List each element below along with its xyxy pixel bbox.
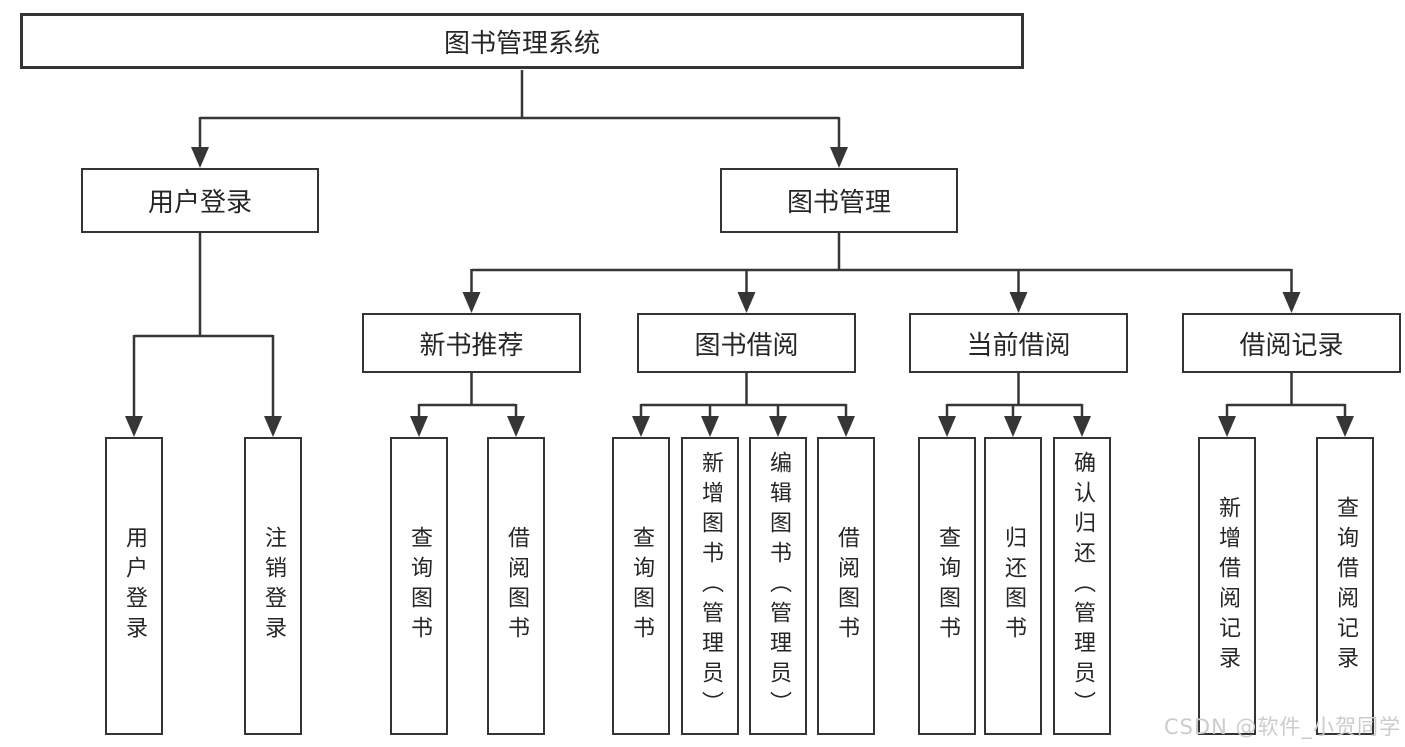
node-borrow-add-books-admin: 新增图书（管理员） [681,437,739,735]
node-book-management: 图书管理 [720,168,958,233]
node-library-system: 图书管理系统 [20,13,1024,69]
node-book-borrowing: 图书借阅 [637,313,856,373]
node-borrow-edit-books-admin: 编辑图书（管理员） [749,437,807,735]
node-records-add-record: 新增借阅记录 [1198,437,1256,735]
node-current-borrowing: 当前借阅 [909,313,1128,373]
node-newbook-query-books: 查询图书 [390,437,448,735]
node-borrow-borrow-books: 借阅图书 [817,437,875,735]
node-current-return-books: 归还图书 [984,437,1042,735]
node-borrow-query-books: 查询图书 [612,437,670,735]
node-leaf-user-login: 用户登录 [105,437,163,735]
csdn-watermark: CSDN @软件_小贺同学 [1163,715,1401,739]
node-current-confirm-return-admin: 确认归还（管理员） [1053,437,1111,735]
node-leaf-logout: 注销登录 [244,437,302,735]
node-newbook-borrow-books: 借阅图书 [487,437,545,735]
node-borrowing-records: 借阅记录 [1182,313,1401,373]
node-user-login: 用户登录 [81,168,319,233]
node-new-book-recommend: 新书推荐 [362,313,581,373]
node-current-query-books: 查询图书 [918,437,976,735]
node-records-query-record: 查询借阅记录 [1316,437,1374,735]
